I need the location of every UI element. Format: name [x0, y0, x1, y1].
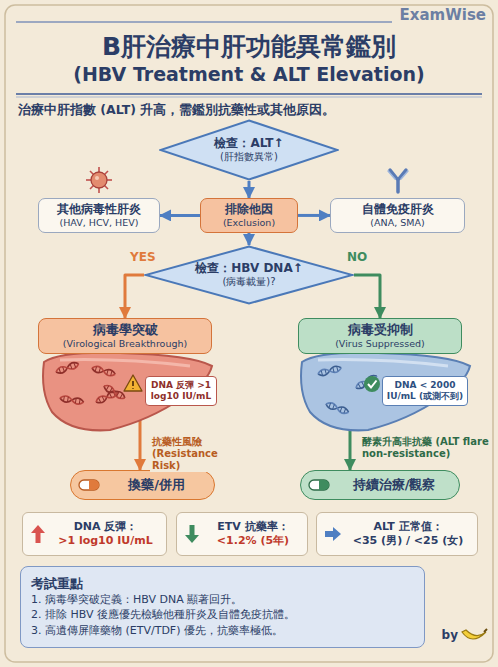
flow-arrow [248, 181, 251, 198]
node-text: 持續治療/觀察 [353, 477, 436, 493]
title-rule [16, 97, 482, 98]
callout-box: DNA 反彈 >1 log10 IU/mL [145, 376, 217, 406]
box-icon [324, 526, 342, 542]
antibody-icon [388, 170, 408, 192]
credit: by [432, 628, 458, 642]
exam-notes: 考試重點1. 病毒學突破定義：HBV DNA 顯著回升。2. 排除 HBV 後應… [20, 566, 425, 648]
liver-highlight [60, 360, 190, 366]
node-text: ETV 抗藥率： [217, 520, 288, 534]
node-subtext: <35 (男) / <25 (女) [353, 534, 464, 548]
node-subtext: (Exclusion) [223, 217, 275, 229]
node-text: ALT 正常值： [373, 520, 442, 534]
page-frame [5, 5, 493, 662]
node-subtext: (病毒載量)? [222, 276, 275, 289]
fact-box: DNA 反彈：>1 log10 IU/mL [22, 512, 167, 556]
process-box: 排除他因(Exclusion) [200, 198, 298, 233]
node-subtext: (肝指數異常) [220, 151, 278, 164]
process-box: 其他病毒性肝炎(HAV, HCV, HEV) [38, 198, 160, 233]
virus-icon [86, 167, 112, 193]
node-text: 檢查：ALT↑ [214, 136, 283, 151]
liver-shape [43, 353, 212, 431]
node-subtext: >1 log10 IU/mL [58, 534, 153, 548]
callout-box: DNA < 2000 IU/mL (或測不到) [382, 376, 468, 406]
process-box: 自體免疫肝炎(ANA, SMA) [330, 198, 465, 233]
flow-arrow [248, 233, 251, 245]
title-rule [16, 93, 482, 95]
flow-arrow [125, 275, 144, 318]
edge-label: NO [345, 250, 369, 264]
warning-icon [124, 375, 142, 391]
result-box: 病毒受抑制(Virus Suppressed) [298, 318, 462, 354]
node-text: 排除他因 [225, 202, 273, 217]
box-icon [30, 524, 46, 544]
node-subtext: 3. 高遺傳屏障藥物 (ETV/TDF) 優先，抗藥率極低。 [31, 623, 283, 638]
node-subtext: 1. 病毒學突破定義：HBV DNA 顯著回升。 [31, 592, 242, 607]
node-text: 病毒學突破 [93, 322, 158, 338]
diamond-shape [161, 121, 338, 180]
flow-arrow [354, 275, 380, 318]
decision-diamond: 檢查：ALT↑(肝指數異常) [159, 119, 339, 181]
result-box: 病毒學突破(Virological Breakthrough) [38, 318, 212, 354]
banana-icon [462, 629, 487, 639]
brand-mark: ExamWise [300, 6, 486, 24]
box-icon [308, 479, 330, 491]
node-text: 考試重點 [31, 576, 83, 592]
liver-shape [301, 353, 470, 431]
action-pill: 換藥/併用 [70, 470, 215, 500]
dna-strands [55, 361, 126, 405]
decision-diamond: 檢查：HBV DNA↑(病毒載量)? [144, 245, 354, 305]
flow-arrow [298, 214, 330, 217]
node-text: 其他病毒性肝炎 [57, 202, 141, 217]
header-rule [16, 21, 392, 23]
node-text: DNA 反彈 >1 log10 IU/mL [149, 380, 213, 403]
node-text: 檢查：HBV DNA↑ [195, 261, 303, 276]
node-text: 換藥/併用 [128, 477, 185, 493]
box-icon [78, 479, 100, 491]
node-subtext: <1.2% (5年) [217, 534, 289, 548]
node-subtext: (Virus Suppressed) [335, 338, 425, 350]
edge-label: YES [128, 250, 158, 264]
node-subtext: 2. 排除 HBV 後應優先檢驗他種肝炎及自體免疫抗體。 [31, 607, 295, 622]
node-subtext: (ANA, SMA) [370, 217, 424, 229]
fact-box: ETV 抗藥率：<1.2% (5年) [176, 512, 308, 556]
node-subtext: (HAV, HCV, HEV) [60, 217, 139, 229]
node-text: DNA 反彈： [74, 520, 138, 534]
diamond-shape [146, 247, 353, 304]
check-icon [364, 376, 380, 392]
box-icon [184, 524, 200, 544]
liver-highlight [318, 360, 448, 366]
edge-label: 抗藥性風險 (Resistance Risk) [150, 436, 249, 472]
fact-box: ALT 正常值：<35 (男) / <25 (女) [316, 512, 478, 556]
node-text: 自體免疫肝炎 [362, 202, 434, 217]
edge-label: 酵素升高非抗藥 (ALT flare non-resistance) [360, 436, 492, 460]
subtitle: (HBV Treatment & ALT Elevation) [0, 63, 498, 86]
intro-note: 治療中肝指數 (ALT) 升高，需鑑別抗藥性或其他原因。 [18, 102, 484, 117]
title: B肝治療中肝功能異常鑑別 [0, 32, 498, 62]
node-text: DNA < 2000 IU/mL (或測不到) [386, 380, 464, 403]
flow-arrow [160, 214, 200, 217]
action-pill: 持續治療/觀察 [300, 470, 460, 500]
node-text: 病毒受抑制 [348, 322, 413, 338]
node-subtext: (Virological Breakthrough) [63, 338, 187, 350]
